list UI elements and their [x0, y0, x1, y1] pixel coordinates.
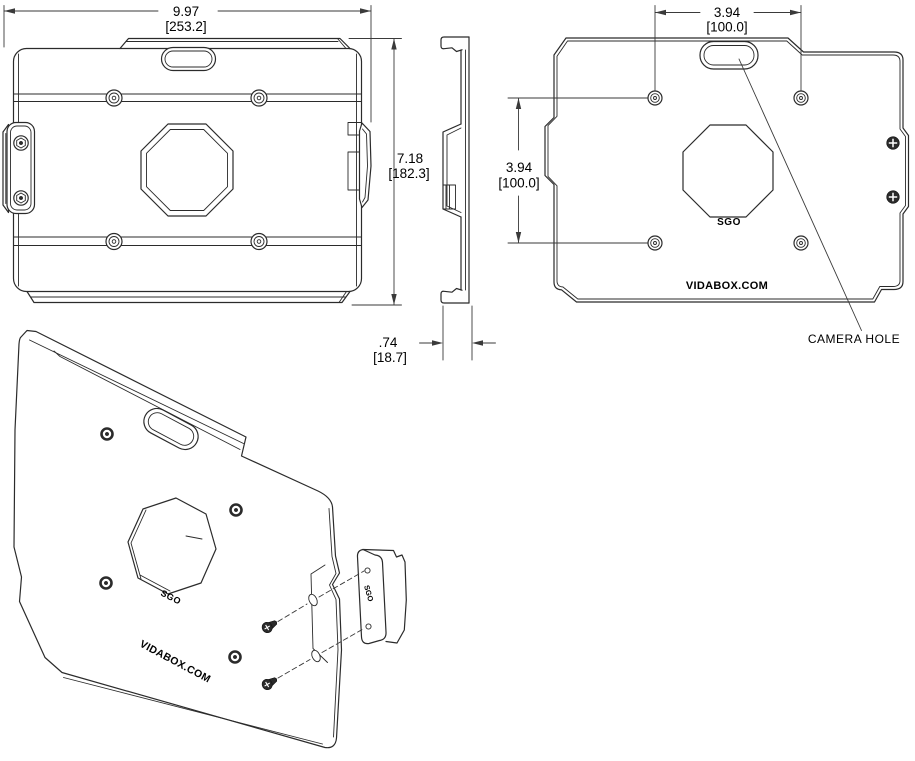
right-lock-tab — [347, 122, 372, 209]
enclosure-body — [12, 47, 363, 293]
backplate-outline — [544, 37, 910, 303]
bottom-lip — [26, 290, 351, 304]
side-top-hook — [440, 36, 470, 53]
arrowhead — [515, 232, 522, 243]
width-dimension-inches: 9.97 — [173, 4, 199, 19]
height-dimension-mm: [182.3] — [388, 166, 429, 181]
vesa-hole — [793, 235, 809, 251]
left-clip-bracket — [2, 121, 36, 215]
depth-dimension: .74 [18.7] — [373, 305, 496, 365]
hex-screw — [13, 190, 29, 206]
bracket-logo-text: SGO — [362, 584, 375, 603]
assembly-line — [277, 570, 365, 622]
height-dimension-inches: 7.18 — [397, 151, 423, 166]
octagon-cutout — [682, 124, 774, 218]
iso-vesa-hole — [228, 650, 242, 664]
camera-hole-callout: CAMERA HOLE — [738, 58, 900, 346]
security-screw — [886, 190, 900, 204]
rail-screw — [105, 232, 123, 251]
camera-hole — [699, 40, 759, 70]
side-bracket: SGO — [356, 548, 407, 645]
rail-screw — [250, 232, 268, 251]
rail-screw — [250, 89, 268, 107]
vesa-v-dimension-inches: 3.94 — [506, 160, 533, 175]
arrowhead — [4, 8, 15, 14]
iso-plate-outline — [13, 329, 343, 749]
side-view: .74 [18.7] — [373, 36, 496, 365]
iso-bottom-lip-line — [63, 677, 323, 745]
side-bottom-hook — [440, 287, 470, 304]
arrowhead — [515, 98, 522, 109]
vesa-hole — [647, 235, 663, 251]
side-middle-boss — [442, 123, 462, 218]
front-view: 9.97 [253.2] 7.18 [182.3] — [2, 4, 430, 306]
top-lip — [119, 37, 351, 50]
arrowhead — [472, 340, 483, 346]
iso-vesa-hole — [99, 576, 113, 590]
vesa-hole — [793, 90, 809, 106]
iso-top-edge-line — [29, 339, 244, 444]
vesa-h-dimension-inches: 3.94 — [714, 5, 741, 20]
vesa-h-dimension-mm: [100.0] — [706, 20, 747, 35]
bracket-hole — [365, 623, 372, 630]
isometric-view: SGO VIDABOX.COM SGO — [13, 329, 407, 749]
back-logo-text: SGO — [717, 217, 741, 228]
hex-screw — [13, 135, 29, 151]
edge-screw-hole — [311, 649, 321, 663]
assembly-line — [277, 628, 365, 679]
height-dimension: 7.18 [182.3] — [348, 38, 430, 306]
arrowhead — [655, 9, 666, 16]
bracket-hole — [364, 567, 371, 574]
width-dimension-mm: [253.2] — [165, 19, 206, 34]
arrowhead — [391, 294, 397, 305]
rail-screw — [105, 89, 123, 107]
iso-octagon-cutout — [127, 497, 217, 595]
arrowhead — [790, 9, 801, 16]
camera-hole-leader-line — [738, 58, 862, 331]
camera-notch — [160, 46, 217, 72]
width-dimension: 9.97 [253.2] — [3, 4, 372, 123]
depth-dimension-inches: .74 — [379, 335, 398, 350]
vesa-v-dimension-mm: [100.0] — [498, 176, 539, 191]
backplate-inner-outline — [547, 40, 906, 300]
edge-screw-hole — [308, 593, 318, 607]
vesa-horizontal-dimension: 3.94 [100.0] — [654, 5, 802, 91]
depth-dimension-mm: [18.7] — [373, 350, 407, 365]
iso-camera-slot — [143, 407, 199, 451]
iso-right-wall-line — [328, 508, 339, 738]
arrowhead — [391, 38, 397, 50]
camera-hole-label: CAMERA HOLE — [808, 332, 900, 346]
iso-vesa-hole — [229, 503, 243, 517]
assembly-screw — [261, 677, 278, 691]
assembly-screw — [261, 620, 278, 634]
vesa-hole — [647, 90, 663, 106]
security-screw — [886, 136, 900, 150]
rail-lines — [13, 93, 362, 246]
iso-vesa-hole — [100, 427, 114, 441]
back-website-text: VIDABOX.COM — [686, 280, 768, 292]
arrowhead — [432, 340, 443, 346]
vesa-vertical-dimension: 3.94 [100.0] — [498, 97, 648, 244]
back-view: 3.94 [100.0] 3.94 [100.0] — [498, 5, 910, 346]
arrowhead — [360, 8, 371, 14]
octagon-cutout — [140, 123, 234, 217]
